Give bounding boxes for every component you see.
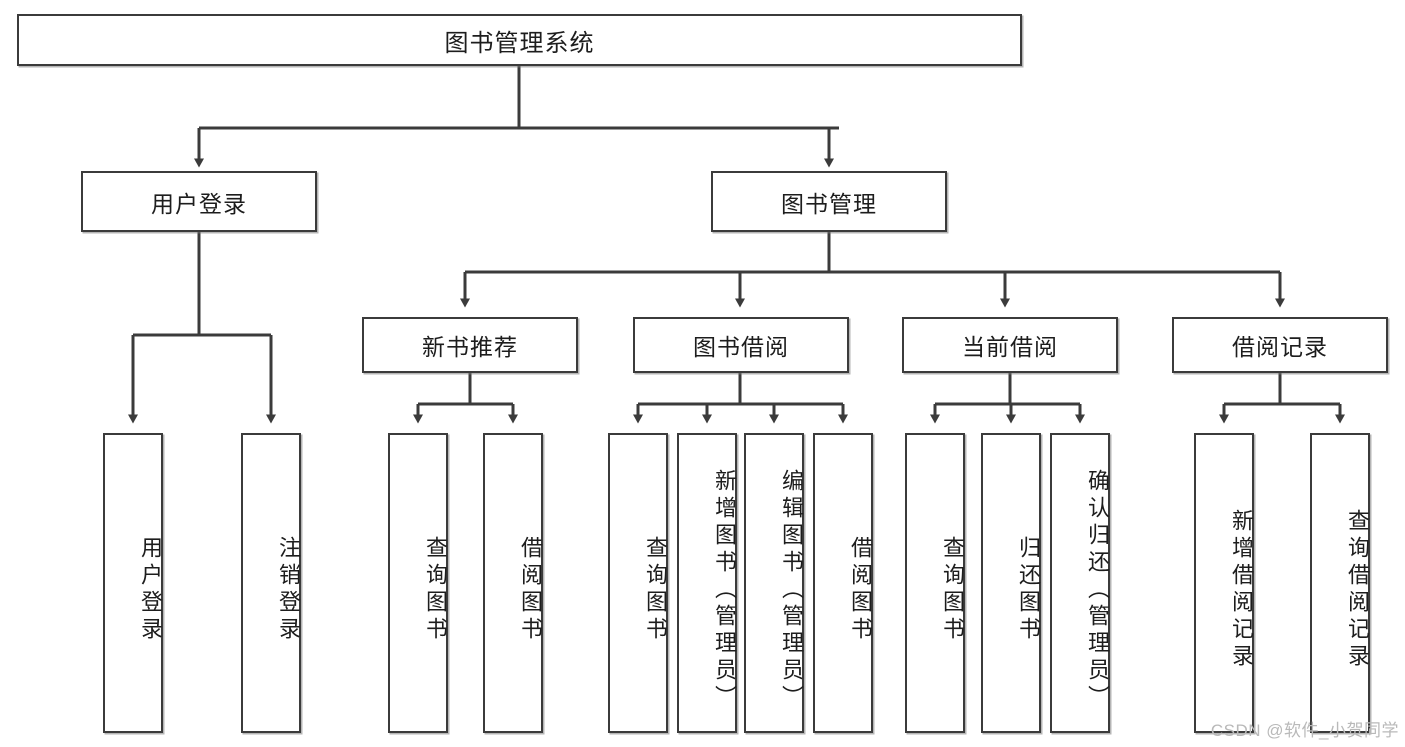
leaf-logout[interactable]: 注销登录 bbox=[241, 433, 301, 733]
node-borrow-record[interactable]: 借阅记录 bbox=[1172, 317, 1388, 373]
node-root[interactable]: 图书管理系统 bbox=[17, 14, 1022, 66]
node-current-borrow-label: 当前借阅 bbox=[962, 334, 1058, 360]
leaf-borrow-book-1-label: 借阅图书 bbox=[518, 536, 543, 644]
leaf-borrow-book-2[interactable]: 借阅图书 bbox=[813, 433, 873, 733]
leaf-return-book-label: 归还图书 bbox=[1016, 536, 1041, 644]
node-user-login-label: 用户登录 bbox=[151, 190, 247, 217]
node-book-management-label: 图书管理 bbox=[781, 190, 877, 217]
leaf-edit-book-admin-label: 编辑图书（管理员） bbox=[779, 468, 804, 712]
leaf-edit-book-admin[interactable]: 编辑图书（管理员） bbox=[744, 433, 804, 733]
node-book-borrow-label: 图书借阅 bbox=[693, 334, 789, 360]
leaf-logout-label: 注销登录 bbox=[276, 536, 301, 644]
node-root-label: 图书管理系统 bbox=[444, 29, 595, 57]
leaf-add-borrow-record[interactable]: 新增借阅记录 bbox=[1194, 433, 1254, 733]
leaf-confirm-return-admin-label: 确认归还（管理员） bbox=[1085, 468, 1110, 712]
node-new-book-recommend-label: 新书推荐 bbox=[422, 334, 518, 360]
leaf-query-book-3-label: 查询图书 bbox=[940, 536, 965, 644]
leaf-query-book-1[interactable]: 查询图书 bbox=[388, 433, 448, 733]
leaf-return-book[interactable]: 归还图书 bbox=[981, 433, 1041, 733]
node-book-borrow[interactable]: 图书借阅 bbox=[633, 317, 849, 373]
leaf-borrow-book-1[interactable]: 借阅图书 bbox=[483, 433, 543, 733]
leaf-confirm-return-admin[interactable]: 确认归还（管理员） bbox=[1050, 433, 1110, 733]
leaf-query-book-3[interactable]: 查询图书 bbox=[905, 433, 965, 733]
leaf-query-book-2-label: 查询图书 bbox=[643, 536, 668, 644]
node-user-login[interactable]: 用户登录 bbox=[81, 171, 317, 232]
node-current-borrow[interactable]: 当前借阅 bbox=[902, 317, 1118, 373]
node-borrow-record-label: 借阅记录 bbox=[1232, 334, 1328, 360]
leaf-query-borrow-record[interactable]: 查询借阅记录 bbox=[1310, 433, 1370, 733]
leaf-user-login[interactable]: 用户登录 bbox=[103, 433, 163, 733]
node-new-book-recommend[interactable]: 新书推荐 bbox=[362, 317, 578, 373]
leaf-add-book-admin-label: 新增图书（管理员） bbox=[712, 468, 737, 712]
leaf-add-book-admin[interactable]: 新增图书（管理员） bbox=[677, 433, 737, 733]
node-book-management[interactable]: 图书管理 bbox=[711, 171, 947, 232]
leaf-user-login-label: 用户登录 bbox=[138, 536, 163, 644]
leaf-add-borrow-record-label: 新增借阅记录 bbox=[1229, 509, 1254, 671]
leaf-query-book-2[interactable]: 查询图书 bbox=[608, 433, 668, 733]
leaf-query-book-1-label: 查询图书 bbox=[423, 536, 448, 644]
leaf-borrow-book-2-label: 借阅图书 bbox=[848, 536, 873, 644]
leaf-query-borrow-record-label: 查询借阅记录 bbox=[1345, 509, 1370, 671]
